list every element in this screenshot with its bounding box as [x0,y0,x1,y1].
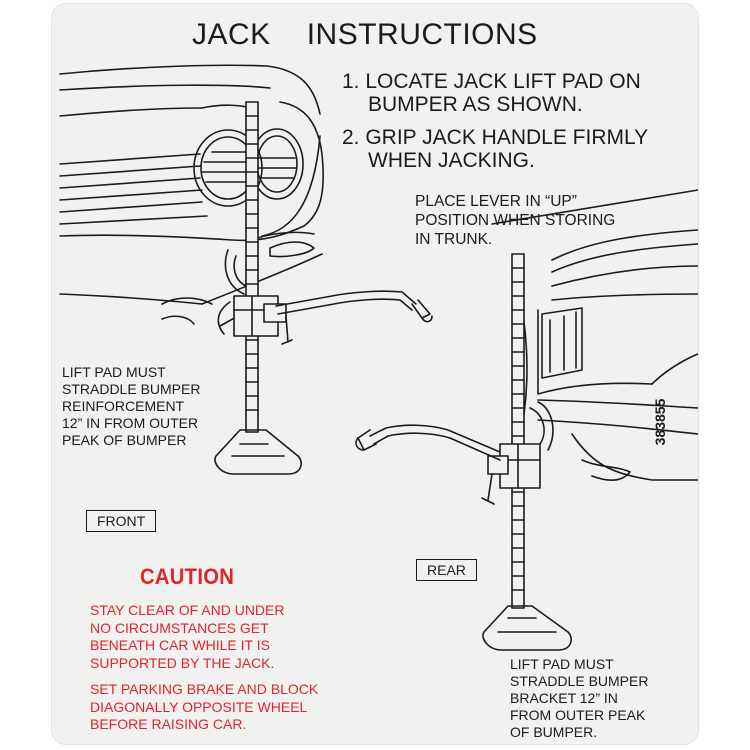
caution-line: BEFORE RAISING CAR. [90,716,247,732]
caution-paragraph-1: STAY CLEAR OF AND UNDER NO CIRCUMSTANCES… [90,602,284,672]
lever-note-line: PLACE LEVER IN “UP” [415,193,577,210]
rear-note-line: FROM OUTER PEAK [510,707,646,723]
front-lift-pad-note: LIFT PAD MUST STRADDLE BUMPER REINFORCEM… [62,364,200,449]
instruction-step-2: 2. GRIP JACK HANDLE FIRMLY WHEN JACKING. [342,126,648,172]
jack-instructions-decal: JACK INSTRUCTIONS 1. LOCATE JACK LIFT PAD… [52,4,698,744]
rear-jack-illustration [355,253,572,651]
caution-line: BENEATH CAR WHILE IT IS [90,637,270,653]
caution-line: SET PARKING BRAKE AND BLOCK [90,681,319,697]
front-note-line: PEAK OF BUMPER [62,432,187,448]
rear-lift-pad-note: LIFT PAD MUST STRADDLE BUMPER BRACKET 12… [510,656,648,741]
rear-note-line: LIFT PAD MUST [510,656,614,672]
front-jack-illustration [214,101,433,475]
step-2-line-1: 2. GRIP JACK HANDLE FIRMLY [342,126,649,149]
front-note-line: 12” IN FROM OUTER [62,415,199,431]
caution-paragraph-2: SET PARKING BRAKE AND BLOCK DIAGONALLY O… [90,681,318,734]
step-1-line-2: BUMPER AS SHOWN. [368,93,583,116]
front-label: FRONT [86,510,157,532]
part-number: 383855 [652,398,668,446]
step-1-line-1: 1. LOCATE JACK LIFT PAD ON [342,70,641,93]
instruction-step-1: 1. LOCATE JACK LIFT PAD ON BUMPER AS SHO… [342,70,641,116]
caution-line: DIAGONALLY OPPOSITE WHEEL [90,698,308,715]
lever-storage-note: PLACE LEVER IN “UP” POSITION WHEN STORIN… [415,192,615,249]
lever-note-line: IN TRUNK. [415,231,493,248]
front-note-line: REINFORCEMENT [62,398,185,414]
rear-car-illustration [491,189,698,481]
title-word-instructions: INSTRUCTIONS [306,18,538,51]
title-word-jack: JACK [192,18,271,51]
front-note-line: STRADDLE BUMPER [62,381,201,397]
jack-illustrations [59,64,698,651]
front-note-line: LIFT PAD MUST [62,364,166,380]
front-car-illustration [59,64,324,325]
rear-note-line: STRADDLE BUMPER [510,673,649,689]
caution-line: STAY CLEAR OF AND UNDER [90,602,285,618]
rear-note-line: BRACKET 12” IN [510,690,618,706]
caution-line: NO CIRCUMSTANCES GET [90,619,269,636]
page-title: JACK INSTRUCTIONS [192,18,538,52]
caution-line: SUPPORTED BY THE JACK. [90,654,275,671]
lever-note-line: POSITION WHEN STORING [415,212,616,229]
step-2-line-2: WHEN JACKING. [368,149,535,172]
rear-note-line: OF BUMPER. [510,724,598,740]
rear-label: REAR [416,559,477,581]
caution-heading: CAUTION [140,564,235,589]
